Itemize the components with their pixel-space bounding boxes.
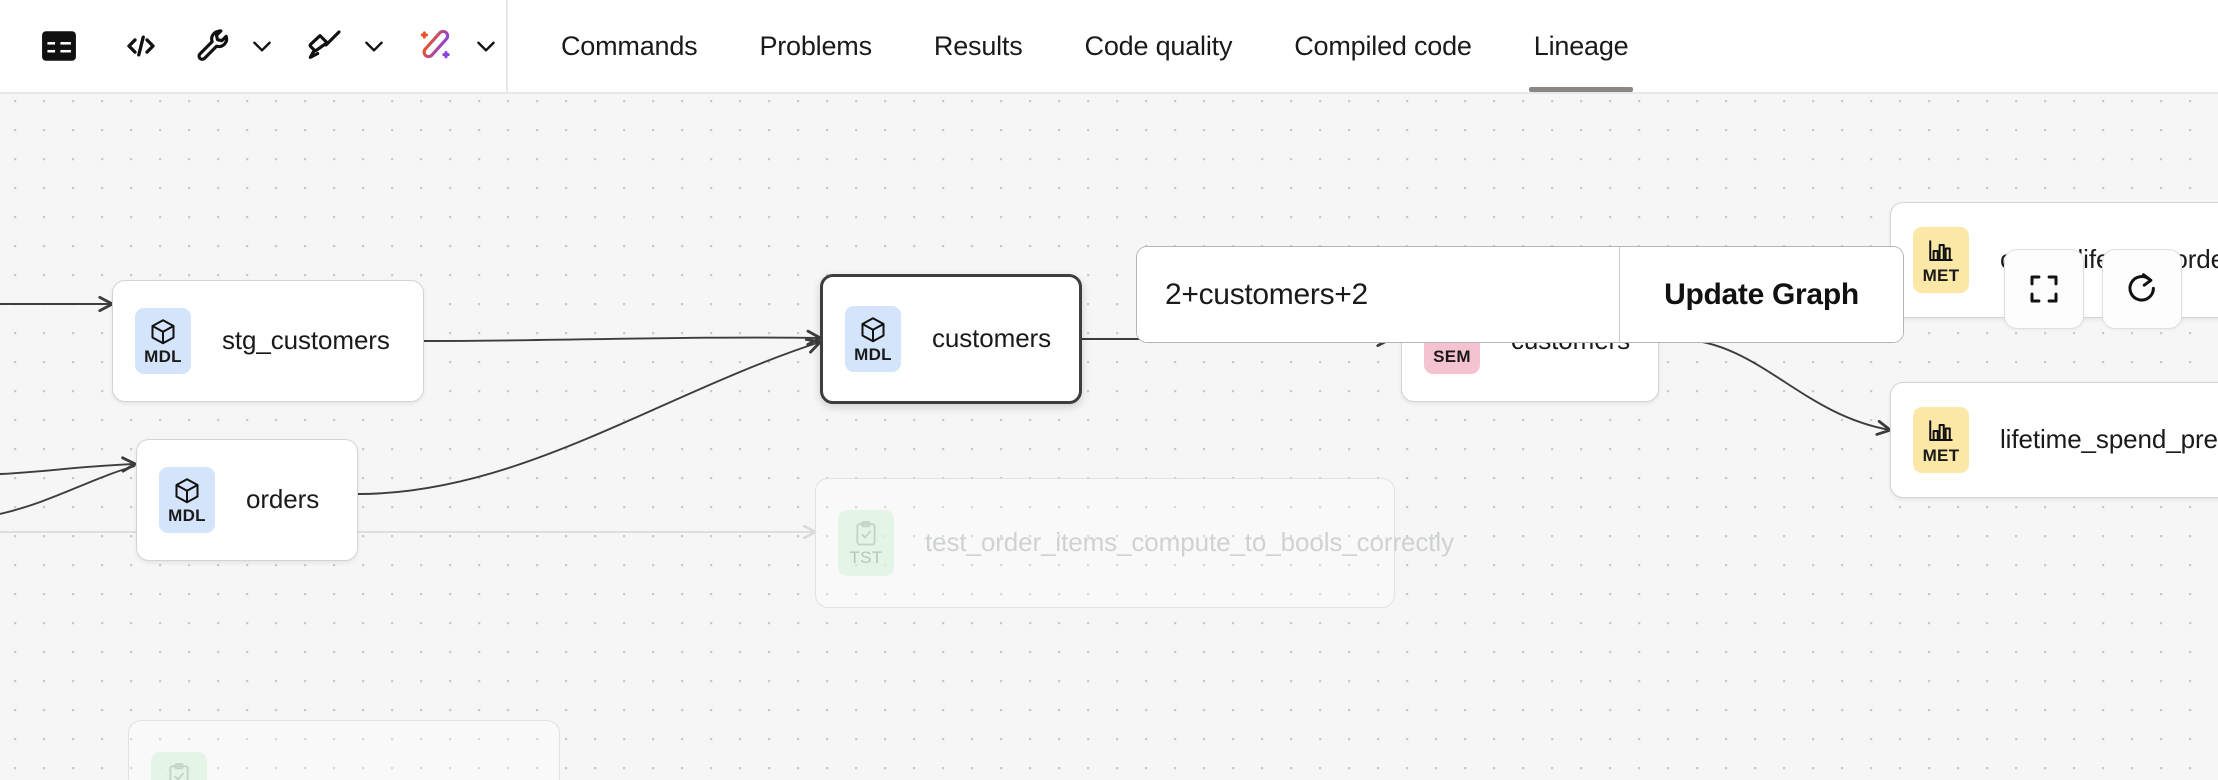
badge-label: TST [849,548,883,567]
edge-sem-to-lifetime-spend [1678,338,1892,436]
node-title: orders [246,484,320,515]
met-badge: MET [1913,227,1969,293]
graph-selector-input[interactable] [1137,247,1619,342]
fit-view-icon[interactable] [2004,249,2084,329]
top-toolbar: Commands Problems Results Code quality C… [0,0,2218,94]
ai-assist-dropdown[interactable] [408,17,506,75]
badge-label: MET [1922,266,1960,285]
mdl-badge: MDL [845,306,901,372]
broom-icon[interactable] [296,17,354,75]
tst-badge: TST [838,510,894,576]
format-dropdown[interactable] [296,17,394,75]
tab-lineage[interactable]: Lineage [1503,0,1660,92]
wrench-icon[interactable] [184,17,242,75]
node-test-bottom[interactable]: TST [128,720,560,780]
tst-badge: TST [151,752,207,780]
refresh-icon[interactable] [2102,249,2182,329]
tab-problems[interactable]: Problems [759,30,872,61]
edge-orders-to-customers [357,338,822,495]
badge-label: MDL [144,347,182,366]
editor-tool-group [0,0,508,92]
badge-label: MDL [168,506,206,525]
tab-bar: Commands Problems Results Code quality C… [508,0,1659,92]
tab-commands[interactable]: Commands [561,30,698,61]
node-title: test_order_items_compute_to_bools_correc… [925,527,1454,558]
node-title: customers [932,323,1052,354]
mdl-badge: MDL [159,467,215,533]
magic-wand-icon[interactable] [408,17,466,75]
tab-code-quality[interactable]: Code quality [1084,30,1233,61]
badge-label: SEM [1433,347,1471,366]
table-view-icon[interactable] [30,17,88,75]
update-graph-button[interactable]: Update Graph [1619,247,1903,342]
node-test-order-items[interactable]: TST test_order_items_compute_to_bools_co… [815,478,1454,608]
mdl-badge: MDL [135,308,191,374]
chevron-down-icon[interactable] [242,17,282,75]
node-title: lifetime_spend_pretax [2000,424,2218,455]
node-stg-customers[interactable]: MDL stg_customers [112,280,424,402]
edge-stg-to-customers [423,329,822,346]
chevron-down-icon[interactable] [354,17,394,75]
tab-results[interactable]: Results [933,30,1023,61]
tab-compiled-code[interactable]: Compiled code [1294,30,1472,61]
lineage-canvas[interactable]: MDL stg_customers MDL orders [0,94,2218,780]
lineage-edges [0,252,1892,540]
node-lifetime-spend-pretax[interactable]: MET lifetime_spend_pretax [1890,382,2218,498]
node-customers-model[interactable]: MDL customers [820,274,1082,404]
node-title: stg_customers [222,325,390,356]
code-view-icon[interactable] [112,17,170,75]
tools-dropdown[interactable] [184,17,282,75]
canvas-controls [2004,249,2182,329]
chevron-down-icon[interactable] [466,17,506,75]
badge-label: MDL [854,345,892,364]
edge-in-orders-a [0,456,137,475]
met-badge: MET [1913,407,1969,473]
graph-search-bar: Update Graph [1136,246,1904,343]
node-orders[interactable]: MDL orders [136,439,358,561]
badge-label: MET [1922,446,1960,465]
edge-in-orders-b [0,465,136,515]
